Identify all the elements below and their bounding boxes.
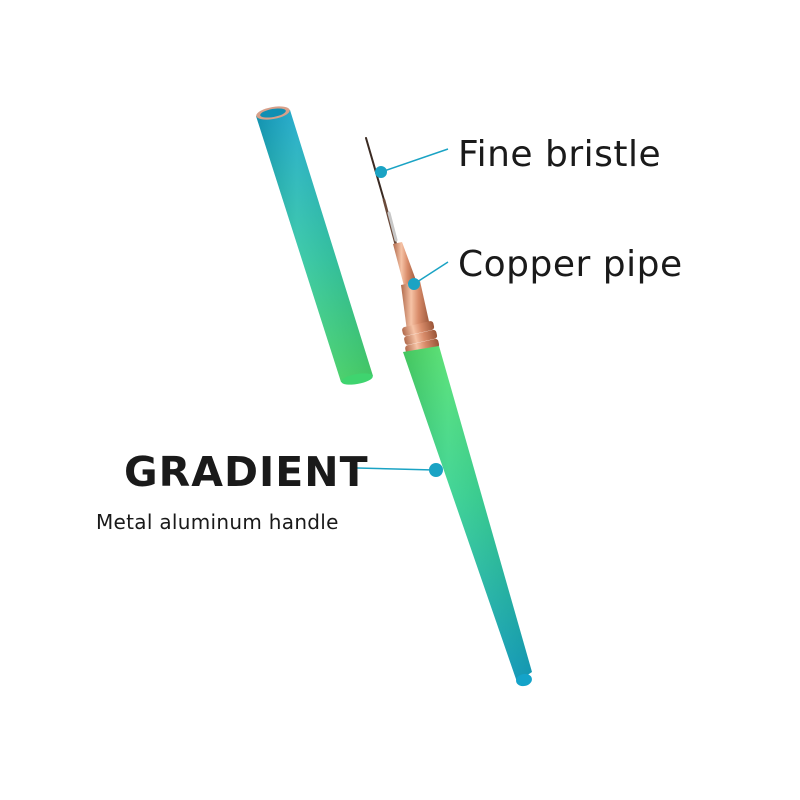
callout-bristle [375, 148, 449, 178]
handle-description-label: Metal aluminum handle [96, 510, 339, 534]
fine-bristle [365, 137, 398, 247]
brush-cap [256, 106, 373, 385]
gradient-handle [403, 346, 532, 687]
copper-pipe [393, 242, 440, 355]
fine-bristle-label: Fine bristle [458, 134, 662, 175]
copper-pipe-label: Copper pipe [458, 244, 683, 285]
gradient-label: GRADIENT [124, 448, 369, 496]
callout-copper [408, 261, 449, 290]
callout-gradient [356, 463, 443, 477]
